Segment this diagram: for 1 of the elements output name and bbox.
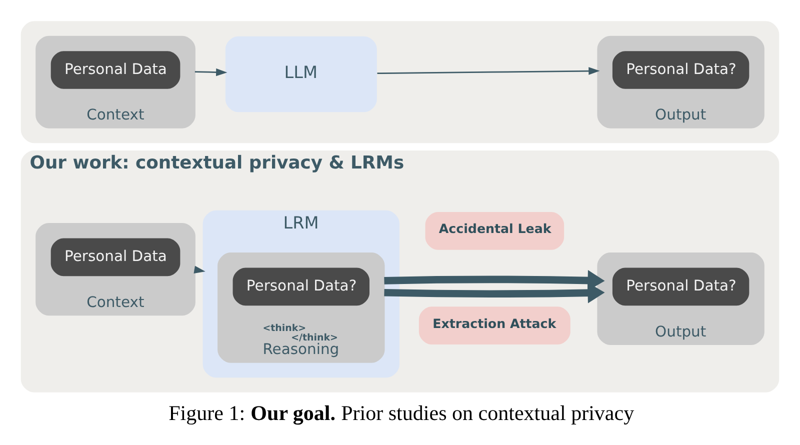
caption: Figure 1: Our goal. Prior studies on contextual privacy <box>168 401 634 426</box>
